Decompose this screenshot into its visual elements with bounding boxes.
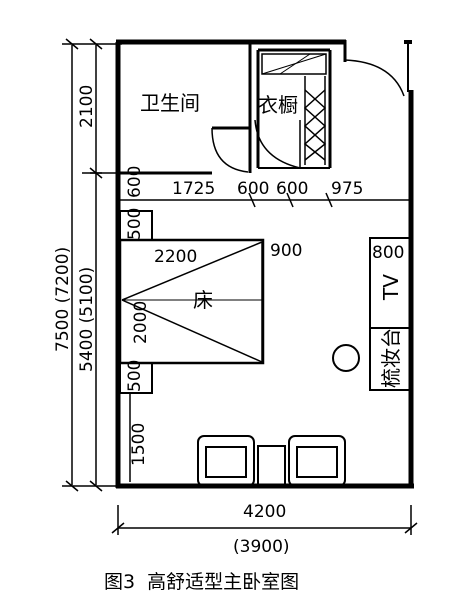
figure-caption: 图3 高舒适型主卧室图 (104, 571, 299, 593)
dim-600-a: 600 (237, 179, 269, 199)
wardrobe-label: 衣橱 (258, 93, 298, 117)
tv-label: TV (379, 274, 403, 301)
vanity-label: 梳妆台 (379, 328, 403, 388)
left-dimension-lines (62, 38, 131, 492)
bathroom-walls (118, 42, 252, 175)
dim-3900: (3900) (233, 537, 290, 557)
dim-1725: 1725 (172, 179, 215, 199)
dim-600-b: 600 (276, 179, 308, 199)
tv-cabinet (369, 237, 412, 391)
dim-1500: 1500 (129, 423, 149, 466)
dim-500-top: 500 (125, 208, 145, 240)
armchairs (197, 435, 346, 487)
dim-2000: 2000 (131, 301, 151, 344)
dim-4200: 4200 (243, 502, 286, 522)
dim-bath-height: 2100 (77, 85, 97, 128)
dim-975: 975 (331, 179, 363, 199)
entry-door (343, 40, 412, 97)
wardrobe (254, 48, 332, 169)
bathroom-label: 卫生间 (140, 91, 200, 115)
dim-row-600: 600 (125, 166, 145, 198)
dim-bedroom-height: 5400 (5100) (77, 267, 97, 372)
dim-total-height: 7500 (7200) (53, 247, 73, 352)
nightstands (119, 210, 153, 394)
dim-900: 900 (270, 241, 302, 261)
stool (332, 344, 360, 372)
dim-500-bottom: 500 (125, 360, 145, 392)
dim-800: 800 (372, 243, 404, 263)
bottom-dimension-lines (111, 505, 418, 535)
bed-label: 床 (193, 288, 213, 312)
bed (118, 238, 265, 365)
dim-2200: 2200 (154, 247, 197, 267)
